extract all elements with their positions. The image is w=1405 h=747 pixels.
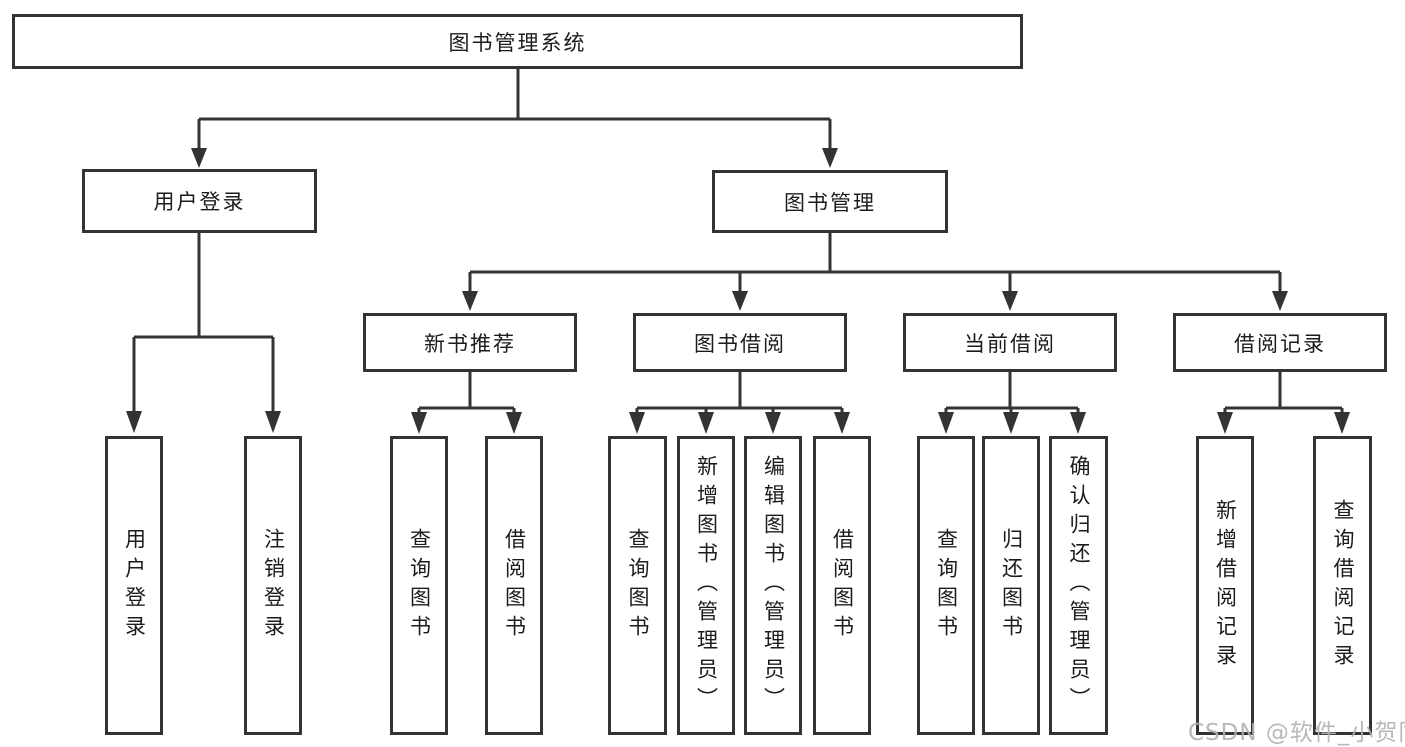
- leaf-query-book-2-label: 查询图书: [626, 527, 650, 644]
- leaf-query-borrow-record-label: 查询借阅记录: [1331, 498, 1355, 673]
- leaf-add-borrow-record: 新增借阅记录: [1196, 436, 1254, 735]
- node-book-management: 图书管理: [712, 170, 948, 233]
- node-borrow-record-label: 借阅记录: [1234, 331, 1326, 356]
- node-new-book-recommend-label: 新书推荐: [424, 331, 516, 356]
- node-borrow-record: 借阅记录: [1173, 313, 1387, 372]
- node-user-login-label: 用户登录: [153, 190, 246, 214]
- leaf-borrow-book-2-label: 借阅图书: [830, 527, 855, 644]
- leaf-query-book-3-label: 查询图书: [934, 527, 959, 644]
- node-current-borrow-label: 当前借阅: [964, 331, 1056, 356]
- node-root: 图书管理系统: [12, 14, 1023, 69]
- node-current-borrow: 当前借阅: [903, 313, 1117, 372]
- arrowheads: [126, 148, 1350, 434]
- leaf-borrow-book-2: 借阅图书: [813, 436, 871, 735]
- leaf-query-book-1-label: 查询图书: [407, 527, 432, 644]
- node-root-label: 图书管理系统: [448, 30, 587, 55]
- leaf-add-book-admin-label: 新增图书（管理员）: [694, 455, 719, 716]
- leaf-edit-book-admin-label: 编辑图书（管理员）: [761, 455, 786, 716]
- leaf-query-book-3: 查询图书: [917, 436, 975, 735]
- leaf-add-book-admin: 新增图书（管理员）: [677, 436, 735, 735]
- leaf-confirm-return-admin: 确认归还（管理员）: [1049, 436, 1108, 735]
- leaf-user-login: 用户登录: [105, 436, 163, 735]
- leaf-confirm-return-admin-label: 确认归还（管理员）: [1067, 455, 1091, 716]
- csdn-watermark: CSDN @软件_小贺同学: [1188, 720, 1405, 746]
- leaf-logout-label: 注销登录: [261, 527, 286, 644]
- node-book-management-label: 图书管理: [784, 190, 876, 215]
- node-book-borrow: 图书借阅: [633, 313, 847, 372]
- leaf-logout: 注销登录: [244, 436, 302, 735]
- leaf-query-book-2: 查询图书: [608, 436, 667, 735]
- leaf-query-book-1: 查询图书: [390, 436, 448, 735]
- leaf-edit-book-admin: 编辑图书（管理员）: [744, 436, 802, 735]
- node-book-borrow-label: 图书借阅: [694, 331, 786, 356]
- leaf-borrow-book-1: 借阅图书: [485, 436, 543, 735]
- leaf-add-borrow-record-label: 新增借阅记录: [1213, 498, 1238, 673]
- node-user-login: 用户登录: [82, 169, 317, 233]
- leaf-return-book: 归还图书: [982, 436, 1040, 735]
- leaf-borrow-book-1-label: 借阅图书: [502, 527, 527, 644]
- node-new-book-recommend: 新书推荐: [363, 313, 577, 372]
- leaf-return-book-label: 归还图书: [999, 527, 1024, 644]
- leaf-query-borrow-record: 查询借阅记录: [1313, 436, 1372, 735]
- leaf-user-login-label: 用户登录: [122, 527, 147, 644]
